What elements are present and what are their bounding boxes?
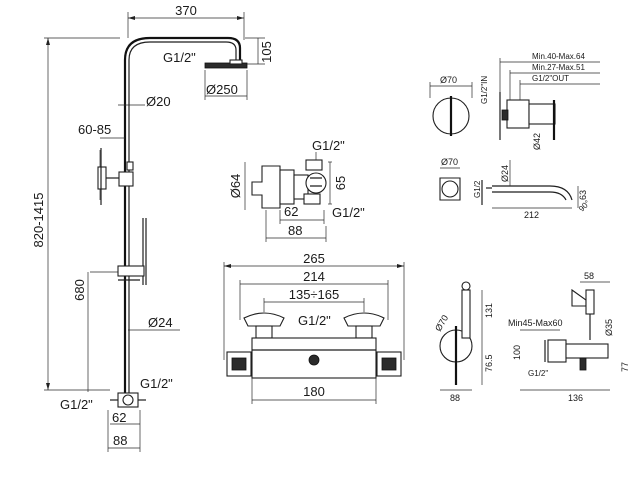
- valve-inlet-right-label: G1/2": [140, 376, 173, 391]
- pipe-diameter-label: Ø20: [146, 94, 171, 109]
- bar-outlet-label: G1/2": [298, 313, 331, 328]
- overall-height-label: 820-1415: [31, 193, 46, 248]
- mixer-plate-diameter-label: Ø70: [440, 75, 457, 85]
- head-diameter-label: Ø250: [206, 82, 238, 97]
- hose-diameter-label: Ø35: [604, 319, 614, 336]
- handle-span-label: 214: [303, 269, 325, 284]
- handset-height-label: 680: [72, 279, 87, 301]
- bidet-min-max-label: Min45-Max60: [508, 318, 563, 328]
- spout-height-label: 63: [578, 190, 588, 200]
- valve-centers-label: 62: [112, 410, 126, 425]
- overall-label: 88: [288, 223, 302, 238]
- valve-depth-label: 88: [113, 433, 127, 448]
- thermostat-bar-drawing: 265 214 135÷165 G1/2" 180: [223, 251, 405, 404]
- mixer-inlet-label: G1/2"IN: [480, 76, 489, 104]
- spout-connection-label: G1/2: [473, 180, 482, 198]
- top-outlet-label: G1/2": [312, 138, 345, 153]
- head-drop-label: 105: [259, 41, 274, 63]
- spout-plate-diameter-label: Ø70: [441, 157, 458, 167]
- shower-column-drawing: 820-1415 370 105 G1/2" Ø250 Ø20: [31, 3, 274, 452]
- valve-inlet-left-label: G1/2": [60, 397, 93, 412]
- head-connection-label: G1/2": [163, 50, 196, 65]
- arm-reach-label: 370: [175, 3, 197, 18]
- mixer-min-max-mid-label: Min.27-Max.51: [532, 63, 585, 72]
- mixer-min-max-top-label: Min.40-Max.64: [532, 52, 585, 61]
- centers-range-label: 135÷165: [289, 287, 340, 302]
- bidet-height-label: 100: [512, 345, 522, 360]
- mixer-outlet-label: G1/2"OUT: [532, 74, 569, 83]
- bidet-depth-label: 77: [620, 362, 630, 372]
- body-width-label: 180: [303, 384, 325, 399]
- inlet-spacing-label: 60-85: [78, 122, 111, 137]
- bidet-side-drawing: 58 Min45-Max60 G1/2" 100 Ø35 77 136: [508, 271, 630, 403]
- spout-pipe-diameter-label: Ø24: [500, 165, 510, 182]
- body-diameter-label: Ø64: [228, 174, 243, 199]
- overall-width-side-label: 136: [568, 393, 583, 403]
- offset-label: 62: [284, 204, 298, 219]
- overall-width-label: 265: [303, 251, 325, 266]
- bath-spout-drawing: Ø70 G1/2 Ø24 212 63 90°: [439, 157, 592, 220]
- bidet-height-mid-label: 76.5: [484, 354, 494, 372]
- bidet-plate-diameter-label: Ø70: [433, 313, 450, 333]
- spout-length-label: 212: [524, 210, 539, 220]
- bidet-height-top-label: 131: [484, 303, 494, 318]
- bar-diameter-label: Ø24: [148, 315, 173, 330]
- bottom-outlet-label: G1/2": [332, 205, 365, 220]
- depth-label: 65: [333, 176, 348, 190]
- bidet-front-drawing: 88 Ø70 131 76.5: [433, 281, 494, 403]
- bidet-inlet-label: G1/2": [528, 369, 548, 378]
- mixer-stem-diameter-label: Ø42: [532, 133, 542, 150]
- wall-mixer-drawing: Ø70 Min.40-Max.64 Min.27-Max.51 G1/2"OUT…: [429, 52, 600, 150]
- valve-top-view-drawing: Ø64 G1/2" 65 62 G1/2" 88: [228, 138, 365, 242]
- holder-width-label: 58: [584, 271, 594, 281]
- bidet-width-label: 88: [450, 393, 460, 403]
